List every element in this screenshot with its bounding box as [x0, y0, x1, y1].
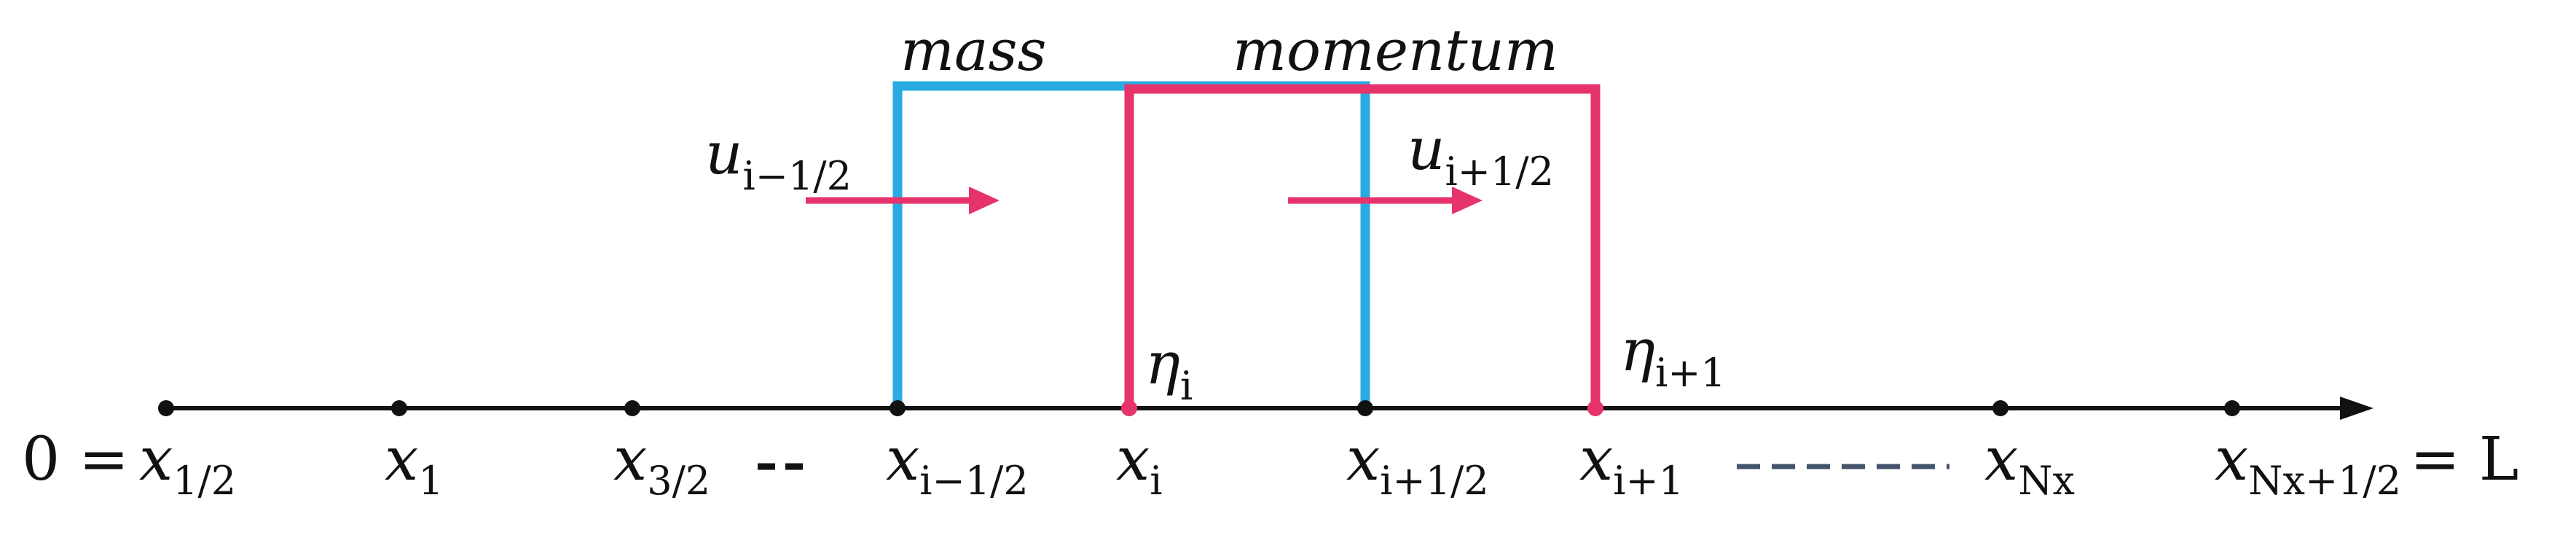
eta-label-left-sub: i: [1180, 363, 1193, 409]
axis-label-base: x: [613, 425, 647, 494]
axis-label-sub: 1: [418, 458, 443, 504]
axis-label-sub: Nx: [2018, 458, 2075, 504]
axis-label-x-nx: xNx: [1984, 425, 2075, 504]
grid-node: [1587, 400, 1603, 416]
velocity-label-left-base: u: [705, 120, 743, 187]
axis-label-sub: Nx+1/2: [2248, 458, 2401, 504]
axis-label-base: x: [2215, 425, 2248, 494]
momentum-control-volume: [1124, 84, 1601, 408]
axis-label-x-i-plus-1: xi+1: [1579, 425, 1684, 504]
axis-label-x-3-half: x3/2: [613, 425, 710, 504]
axis-label-sub: i+1: [1613, 458, 1684, 504]
velocity-label-left-sub: i−1/2: [743, 153, 852, 199]
velocity-label-right-sub: i+1/2: [1445, 149, 1554, 195]
grid-node: [391, 400, 407, 416]
grid-node: [158, 400, 174, 416]
axis-label-x-nx-plus-half: xNx+1/2= L: [2215, 425, 2518, 504]
grid-node: [2224, 400, 2240, 416]
axis-label-base: x: [1984, 425, 2018, 494]
axis-label-x-half: 0 =x1/2: [22, 425, 236, 504]
velocity-label-right-base: u: [1407, 115, 1445, 183]
axis-label-sub: i: [1150, 458, 1162, 504]
velocity-label-left: ui−1/2: [705, 120, 852, 199]
eta-label-right: ηi+1: [1620, 316, 1726, 396]
momentum-label: momentum: [1233, 18, 1558, 84]
axis-label-base: x: [1346, 425, 1380, 494]
axis-label-sub: i−1/2: [919, 458, 1028, 504]
grid-node: [1121, 400, 1137, 416]
axis-label-base: x: [139, 425, 173, 494]
grid-node: [1357, 400, 1373, 416]
velocity-label-right: ui+1/2: [1407, 115, 1554, 195]
axis-label-x-i-minus-half: xi−1/2: [886, 425, 1029, 504]
axis-label-base: x: [886, 425, 919, 494]
mass-label: mass: [900, 18, 1047, 84]
axis-label-base: x: [385, 425, 418, 494]
axis-start-prefix: 0 =: [22, 425, 129, 494]
axis-label-x-1: x1: [385, 425, 444, 504]
velocity-arrowhead-left: [969, 187, 1000, 214]
axis-label-x-i: xi: [1116, 425, 1163, 504]
grid-node: [624, 400, 640, 416]
axis-label-sub: 1/2: [173, 458, 236, 504]
eta-label-right-sub: i+1: [1655, 350, 1726, 396]
axis-label-sub: 3/2: [647, 458, 710, 504]
grid-node: [1992, 400, 2008, 416]
axis-label-sub: i+1/2: [1380, 458, 1488, 504]
axis-end-suffix: = L: [2410, 425, 2518, 494]
x-axis-arrowhead: [2340, 397, 2373, 420]
axis-label-base: x: [1116, 425, 1150, 494]
axis-label-x-i-plus-half: xi+1/2: [1346, 425, 1489, 504]
eta-label-left: ηi: [1145, 329, 1193, 409]
grid-node: [890, 400, 906, 416]
eta-label-right-base: η: [1620, 316, 1655, 384]
eta-label-left-base: η: [1145, 329, 1180, 397]
axis-label-base: x: [1579, 425, 1613, 494]
velocity-arrowhead-right: [1452, 187, 1483, 214]
